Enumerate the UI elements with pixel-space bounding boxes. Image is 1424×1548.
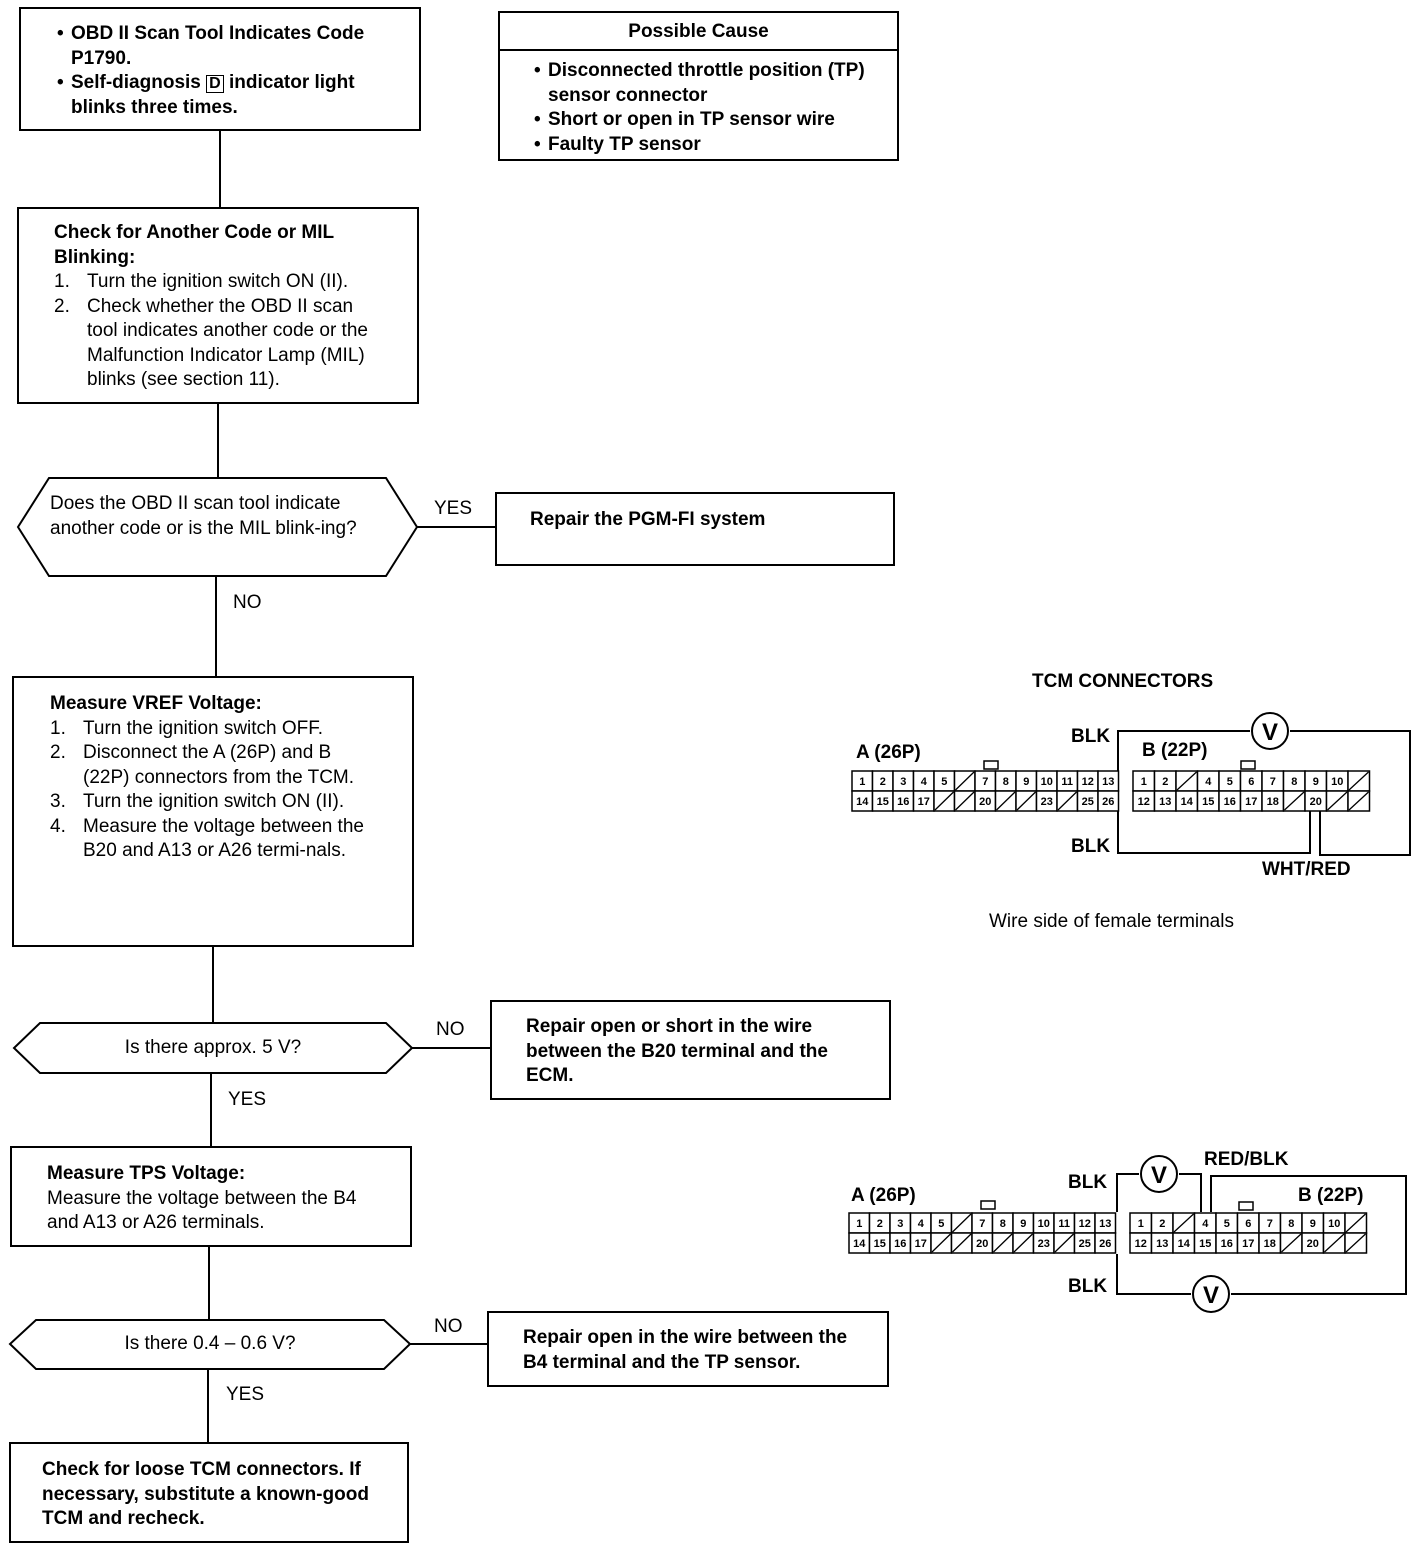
- d2-wire-label: RED/BLK: [1204, 1149, 1289, 1170]
- measure-vref-box: Measure VREF Voltage: 1.Turn the ignitio…: [12, 676, 414, 947]
- vref-step: 2.Disconnect the A (26P) and B (22P) con…: [50, 742, 355, 788]
- d1-blk-bottom-label: BLK: [1071, 836, 1111, 857]
- decision-shape-q1: [16, 477, 419, 577]
- check-step: 2.Check whether the OBD II scan tool ind…: [54, 295, 368, 391]
- vref-step: 1.Turn the ignition switch OFF.: [50, 717, 324, 739]
- final-check-box: Check for loose TCM connectors. If neces…: [9, 1442, 409, 1543]
- question-2-text: Is there approx. 5 V?: [124, 1037, 302, 1058]
- d2-conn-b-label: B (22P): [1298, 1185, 1364, 1206]
- vref-step: 3.Turn the ignition switch ON (II).: [50, 791, 345, 812]
- d2-blk-bottom-label: BLK: [1068, 1276, 1108, 1297]
- d1-conn-b-label: B (22P): [1142, 740, 1208, 761]
- cause-item: Faulty TP sensor: [534, 133, 887, 158]
- start-line-1: OBD II Scan Tool Indicates Code P1790.: [57, 22, 403, 71]
- repair-b4-wire-box: Repair open in the wire between the B4 t…: [487, 1311, 889, 1387]
- q2-yes-label: YES: [228, 1089, 267, 1110]
- possible-cause-box: Possible Cause Disconnected throttle pos…: [498, 11, 899, 161]
- tps-title: Measure TPS Voltage:: [47, 1163, 246, 1184]
- d1-wire-label: WHT/RED: [1262, 859, 1351, 880]
- check-step: 1.Turn the ignition switch ON (II).: [54, 271, 349, 292]
- d1-caption: Wire side of female terminals: [989, 911, 1234, 932]
- q1-no-label: NO: [233, 592, 262, 613]
- tps-text: Measure the voltage between the B4 and A…: [47, 1187, 357, 1234]
- d-indicator-icon: D: [206, 75, 224, 93]
- question-1-text: Does the OBD II scan tool indicate anoth…: [50, 493, 357, 539]
- tcm-connectors-title: TCM CONNECTORS: [1032, 671, 1214, 692]
- d2-blk-top-label: BLK: [1068, 1172, 1108, 1193]
- start-line-2: Self-diagnosis D indicator light blinks …: [57, 71, 403, 120]
- question-3-text: Is there 0.4 – 0.6 V?: [124, 1333, 296, 1354]
- d1-blk-top-label: BLK: [1071, 726, 1111, 747]
- q3-no-label: NO: [434, 1316, 463, 1337]
- measure-tps-box: Measure TPS Voltage: Measure the voltage…: [10, 1146, 412, 1247]
- decision-shape-q3: [8, 1319, 412, 1370]
- check-title: Check for Another Code or MIL Blinking:: [54, 222, 334, 268]
- d1-conn-a-label: A (26P): [856, 742, 921, 763]
- q1-yes-label: YES: [434, 498, 473, 519]
- q2-no-label: NO: [436, 1019, 465, 1040]
- d2-conn-a-label: A (26P): [851, 1185, 916, 1206]
- vref-title: Measure VREF Voltage:: [50, 693, 262, 714]
- possible-cause-list: Disconnected throttle position (TP) sens…: [500, 51, 897, 157]
- possible-cause-title: Possible Cause: [500, 13, 897, 51]
- cause-item: Short or open in TP sensor wire: [534, 108, 887, 133]
- q3-yes-label: YES: [226, 1384, 265, 1405]
- vref-step: 4.Measure the voltage between the B20 an…: [50, 815, 364, 862]
- repair-b20-wire-box: Repair open or short in the wire between…: [490, 1000, 891, 1100]
- repair-pgm-fi-box: Repair the PGM-FI system: [495, 492, 895, 566]
- decision-shape-q2: [12, 1022, 414, 1074]
- cause-item: Disconnected throttle position (TP) sens…: [534, 59, 887, 108]
- start-box: OBD II Scan Tool Indicates Code P1790. S…: [19, 7, 421, 131]
- check-another-code-box: Check for Another Code or MIL Blinking: …: [17, 207, 419, 404]
